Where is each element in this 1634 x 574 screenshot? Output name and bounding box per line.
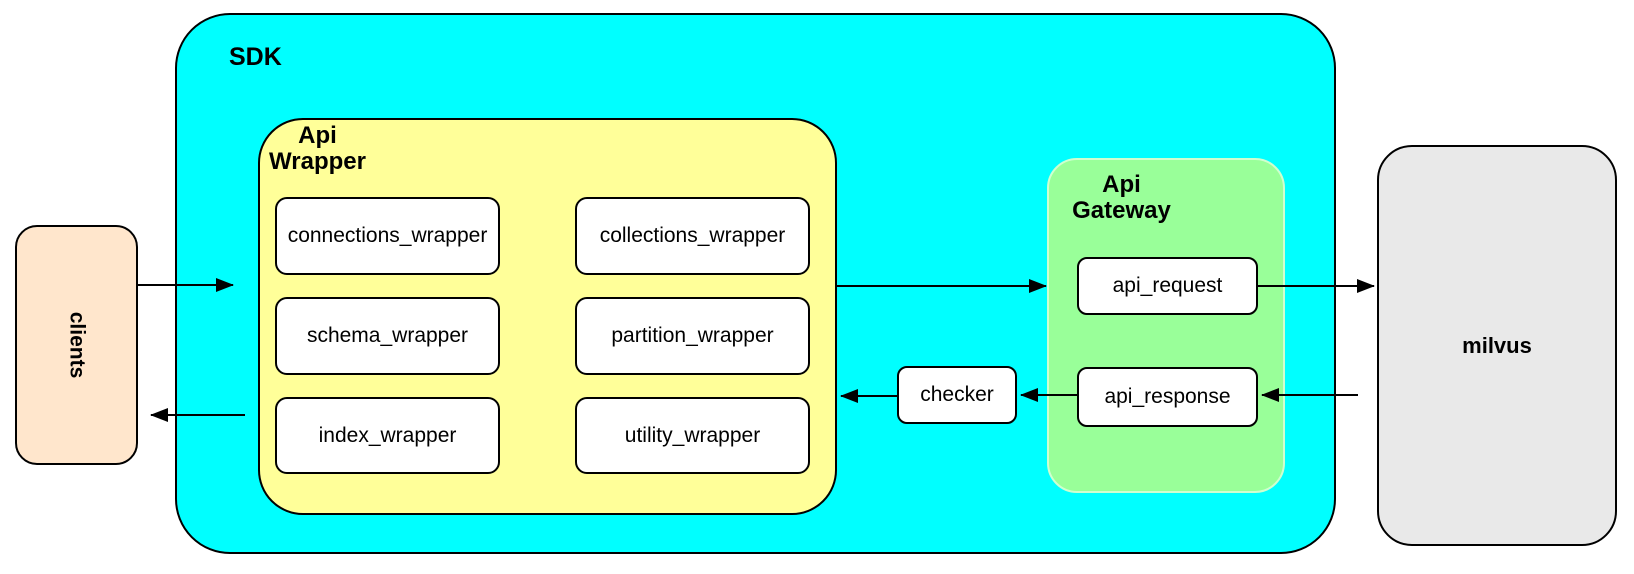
api-gateway-label: Api Gateway [1072,171,1171,224]
clients-node: clients [15,225,138,465]
api-wrapper-label: Api Wrapper [269,122,366,175]
connections-wrapper-node: connections_wrapper [275,197,500,275]
clients-label: clients [65,311,89,379]
index-wrapper-label: index_wrapper [318,423,457,447]
collections-wrapper-label: collections_wrapper [599,224,786,247]
api-request-node: api_request [1077,257,1258,315]
api-response-node: api_response [1077,367,1258,427]
milvus-label: milvus [1462,332,1532,358]
utility-wrapper-label: utility_wrapper [624,423,761,447]
api-gateway-container: Api Gateway [1047,158,1285,493]
partition-wrapper-node: partition_wrapper [575,297,810,375]
checker-node: checker [897,366,1017,424]
utility-wrapper-node: utility_wrapper [575,397,810,474]
api-request-label: api_request [1112,274,1223,297]
partition-wrapper-label: partition_wrapper [611,324,774,347]
collections-wrapper-node: collections_wrapper [575,197,810,275]
schema-wrapper-label: schema_wrapper [306,324,469,347]
connections-wrapper-label: connections_wrapper [287,224,488,247]
api-response-label: api_response [1104,385,1231,408]
index-wrapper-node: index_wrapper [275,397,500,474]
checker-label: checker [920,383,994,406]
milvus-node: milvus [1377,145,1617,546]
sdk-label: SDK [229,43,282,71]
schema-wrapper-node: schema_wrapper [275,297,500,375]
